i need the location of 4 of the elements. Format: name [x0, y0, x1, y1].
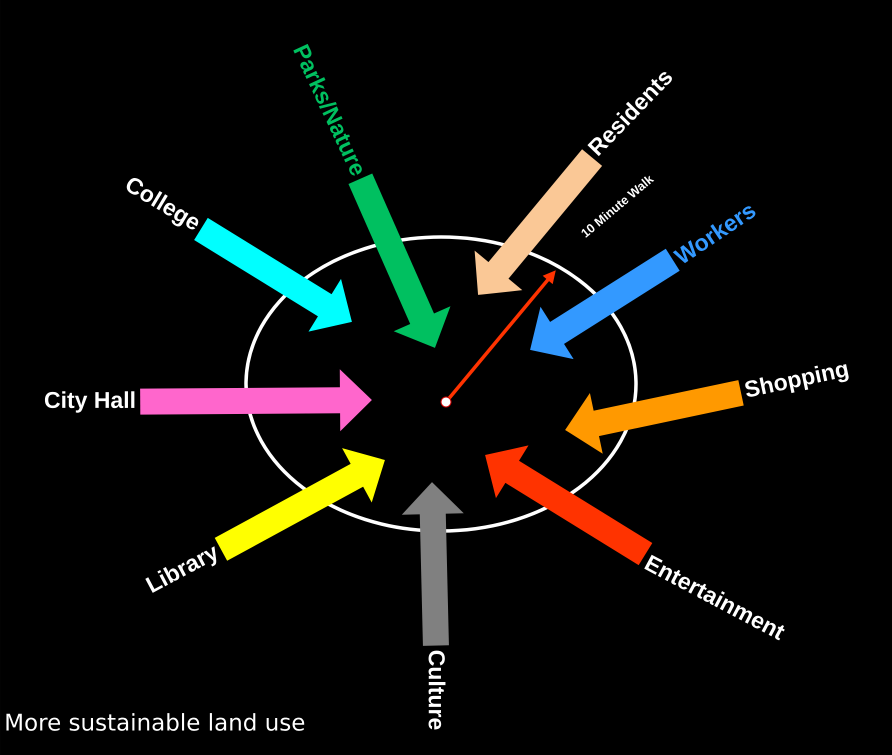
category-label: Shopping: [745, 364, 849, 397]
category-label: Culture: [428, 650, 446, 730]
caption-text: More sustainable land use: [6, 713, 304, 731]
category-label: City Hall: [44, 391, 134, 413]
